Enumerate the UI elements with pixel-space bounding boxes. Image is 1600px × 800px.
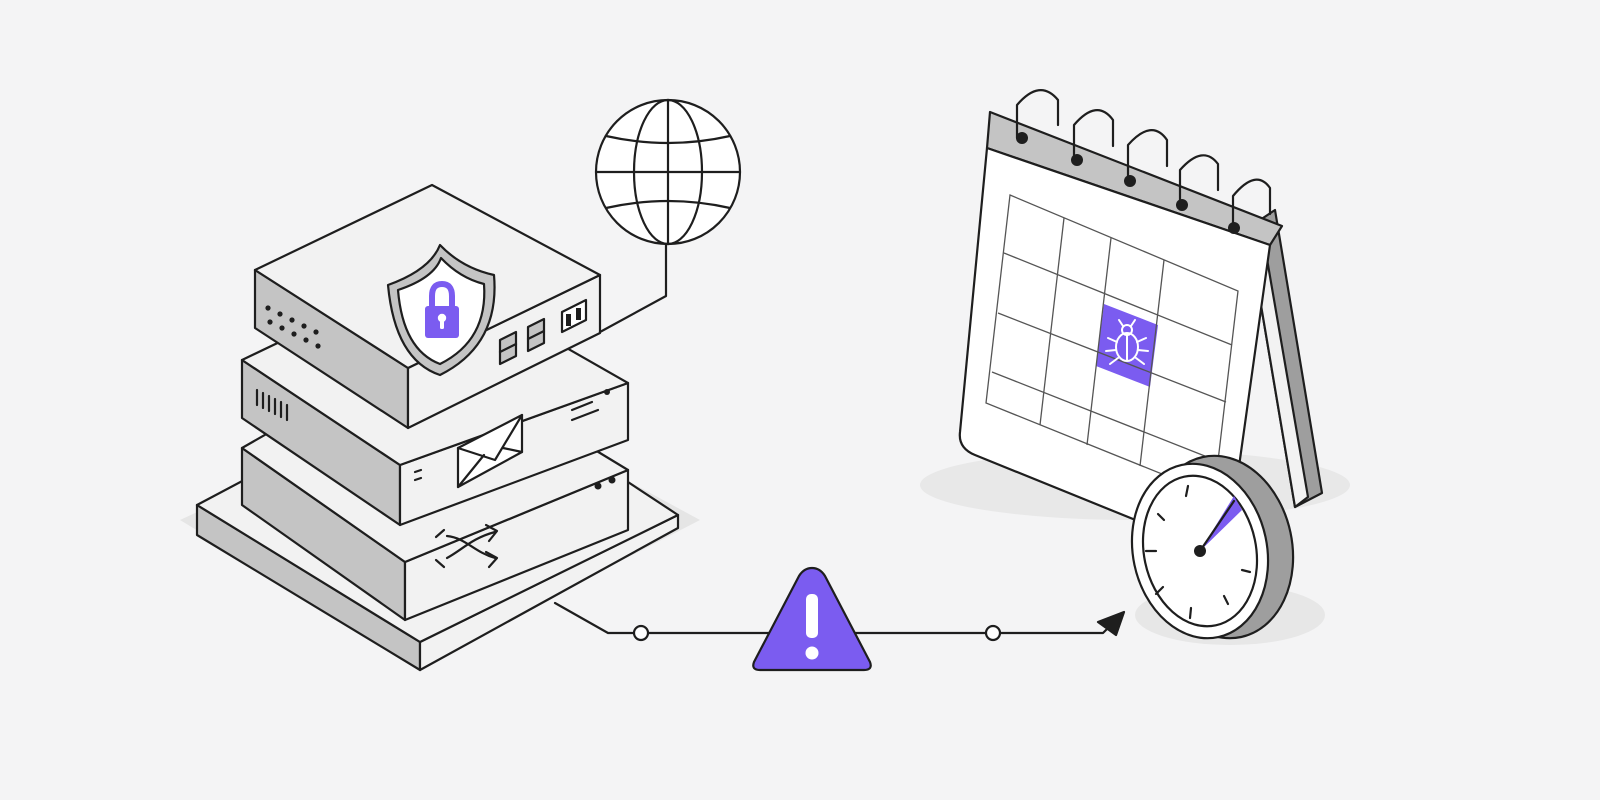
calendar-icon [958, 89, 1324, 554]
port-dots [265, 305, 321, 349]
clock-icon [1130, 454, 1295, 640]
bug-icon [1105, 319, 1149, 365]
calendar-grid [985, 194, 1239, 496]
warning-triangle-icon [752, 566, 872, 672]
arrow-head [1096, 610, 1126, 637]
server-stack-icon [195, 183, 680, 672]
globe-icon [594, 98, 742, 334]
shuffle-arrows-icon [445, 523, 499, 569]
envelope-icon [456, 413, 524, 489]
binder-rings [1015, 89, 1272, 234]
vent-grill [255, 388, 289, 422]
server-top [253, 183, 602, 430]
shield-lock-icon [386, 243, 496, 377]
network-ports [498, 298, 588, 366]
